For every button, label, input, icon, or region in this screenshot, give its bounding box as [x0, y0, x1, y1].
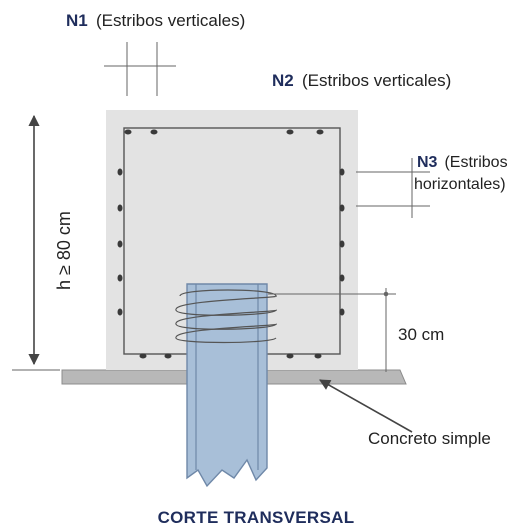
spiral-stirrups [175, 289, 277, 344]
left-rebars [117, 168, 123, 316]
n3-indicator [356, 158, 430, 218]
n2-code: N2 [272, 71, 294, 90]
n2-label: N2 (Estribos verticales) [272, 71, 451, 90]
top-rebars [124, 129, 324, 135]
right-rebars [339, 168, 345, 316]
n3-code: N3 [417, 154, 438, 171]
bottom-rebars [139, 353, 322, 359]
n1-indicator [104, 42, 176, 96]
dimension-30cm [268, 288, 396, 372]
column [186, 283, 268, 488]
n1-text: (Estribos verticales) [96, 11, 245, 30]
n3-text-2: horizontales) [414, 176, 506, 193]
diagram-title: CORTE TRANSVERSAL [158, 508, 355, 527]
n1-code: N1 [66, 11, 88, 30]
concrete-label: Concreto simple [368, 429, 491, 448]
concrete-leader [319, 379, 413, 433]
n3-label: N3 (Estribos [417, 154, 508, 171]
dim-30-label: 30 cm [398, 325, 444, 344]
n2-text: (Estribos verticales) [302, 71, 451, 90]
n3-text-1: (Estribos [444, 154, 507, 171]
height-label: h ≥ 80 cm [54, 211, 74, 290]
n1-label: N1 (Estribos verticales) [66, 11, 245, 30]
height-dimension [12, 114, 60, 371]
